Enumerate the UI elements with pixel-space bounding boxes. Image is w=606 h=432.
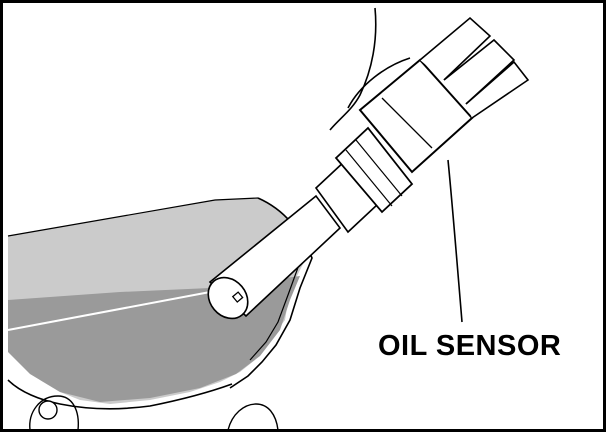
bolt-hole-left	[39, 401, 57, 419]
callout-leader-line	[448, 160, 462, 322]
bolt-boss-right	[228, 404, 278, 430]
oil-sensor-label: OIL SENSOR	[378, 332, 561, 361]
oil-sensor	[200, 18, 528, 326]
